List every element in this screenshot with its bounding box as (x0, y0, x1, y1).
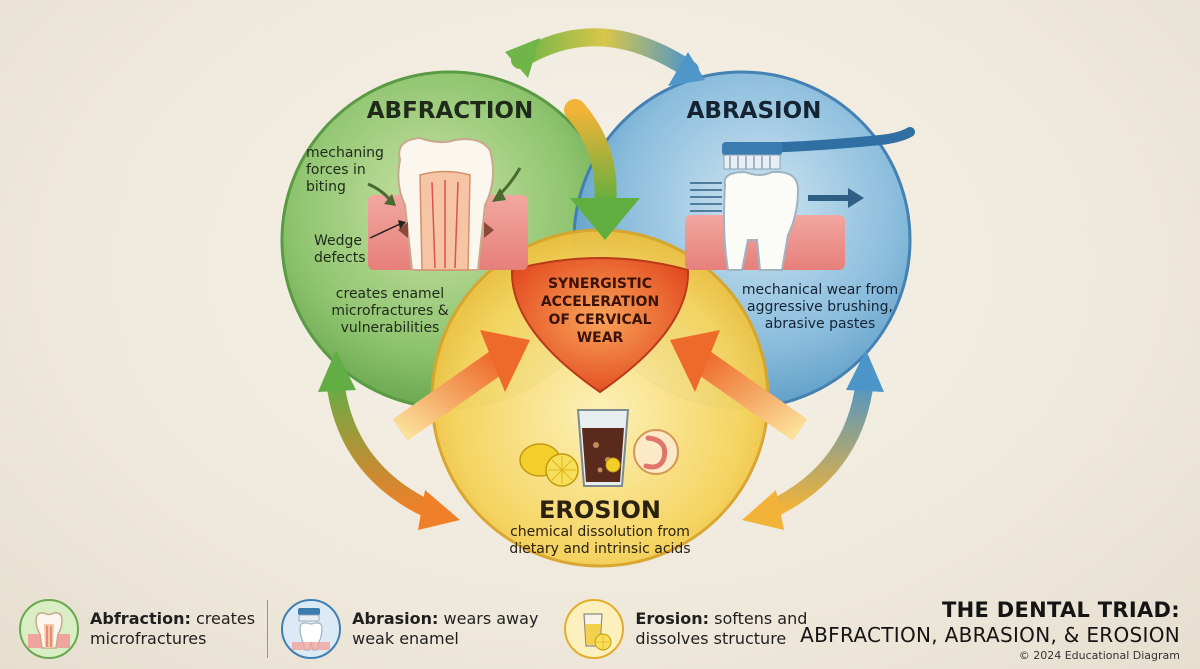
wedge-label-line2: defects (314, 250, 366, 266)
forces-label-line3: biting (306, 179, 346, 195)
abfraction-desc-line1: creates enamel (336, 286, 444, 302)
legend-divider (267, 600, 269, 658)
tooth-cross-section-icon (19, 599, 79, 659)
erosion-title: EROSION (539, 496, 661, 524)
wedge-label-line1: Wedge (314, 233, 362, 249)
erosion-acid-sources-icon (519, 409, 679, 487)
acid-drink-icon (564, 599, 625, 659)
legend-term: Abfraction: (90, 609, 191, 628)
legend-item-erosion: Erosion: softens and dissolves structure (563, 598, 807, 660)
top-cycle-arrow (505, 28, 705, 86)
center-label-line4: WEAR (577, 330, 624, 346)
legend-def-line2: weak enamel (352, 629, 459, 648)
biting-force-arrows (367, 167, 522, 239)
center-label-line1: SYNERGISTIC (548, 276, 652, 292)
center-label-line3: OF CERVICAL (548, 312, 651, 328)
legend-term: Abrasion: (352, 609, 439, 628)
center-label-line2: ACCELERATION (541, 294, 659, 310)
toothbrush-tooth-icon (281, 599, 342, 659)
legend-item-abrasion: Abrasion: wears away weak enamel (280, 598, 538, 660)
erosion-to-center-right-arrow (670, 330, 808, 441)
right-cycle-arrow (742, 350, 884, 530)
abrasion-title: ABRASION (687, 98, 822, 124)
forces-label-line1: mechaning (306, 145, 384, 161)
legend-text-abrasion: Abrasion: wears away weak enamel (352, 609, 538, 649)
copyright-notice: © 2024 Educational Diagram (1018, 649, 1180, 662)
legend-text-erosion: Erosion: softens and dissolves structure (635, 609, 807, 649)
diagram-title: THE DENTAL TRIAD: (941, 598, 1180, 622)
abrasion-tooth-icon (685, 170, 864, 271)
legend-def-line1: wears away (438, 609, 539, 628)
left-cycle-arrow (318, 350, 460, 530)
erosion-to-center-left-arrow (392, 330, 530, 441)
legend-def-line1: softens and (709, 609, 808, 628)
legend: Abfraction: creates microfractures Abras… (18, 595, 807, 663)
abfraction-desc-line3: vulnerabilities (341, 320, 440, 336)
legend-term: Erosion: (635, 609, 710, 628)
legend-text-abfraction: Abfraction: creates microfractures (90, 609, 255, 649)
abfraction-title: ABFRACTION (367, 98, 533, 124)
synergy-center-shape (510, 257, 690, 394)
dental-triad-diagram: ABFRACTION mechaning forces in biting We… (280, 28, 915, 568)
legend-item-abfraction: Abfraction: creates microfractures (18, 598, 255, 660)
title-block: THE DENTAL TRIAD: ABFRACTION, ABRASION, … (800, 598, 1180, 664)
abfraction-desc-line2: microfractures & (331, 303, 448, 319)
erosion-desc-line2: dietary and intrinsic acids (509, 541, 690, 557)
legend-def-line2: microfractures (90, 629, 207, 648)
abfraction-to-center-arrow (564, 99, 640, 240)
legend-def-line2: dissolves structure (635, 629, 787, 648)
toothbrush-icon (722, 127, 915, 170)
diagram-subtitle: ABFRACTION, ABRASION, & EROSION (800, 623, 1180, 647)
abrasion-desc-line2: aggressive brushing, (747, 299, 893, 315)
erosion-desc-line1: chemical dissolution from (510, 524, 690, 540)
abrasion-desc-line1: mechanical wear from (742, 282, 898, 298)
forces-label-line2: forces in (306, 162, 366, 178)
legend-def-line1: creates (190, 609, 256, 628)
abrasion-desc-line3: abrasive pastes (765, 316, 876, 332)
abfraction-tooth-cross-section-icon (368, 136, 528, 271)
